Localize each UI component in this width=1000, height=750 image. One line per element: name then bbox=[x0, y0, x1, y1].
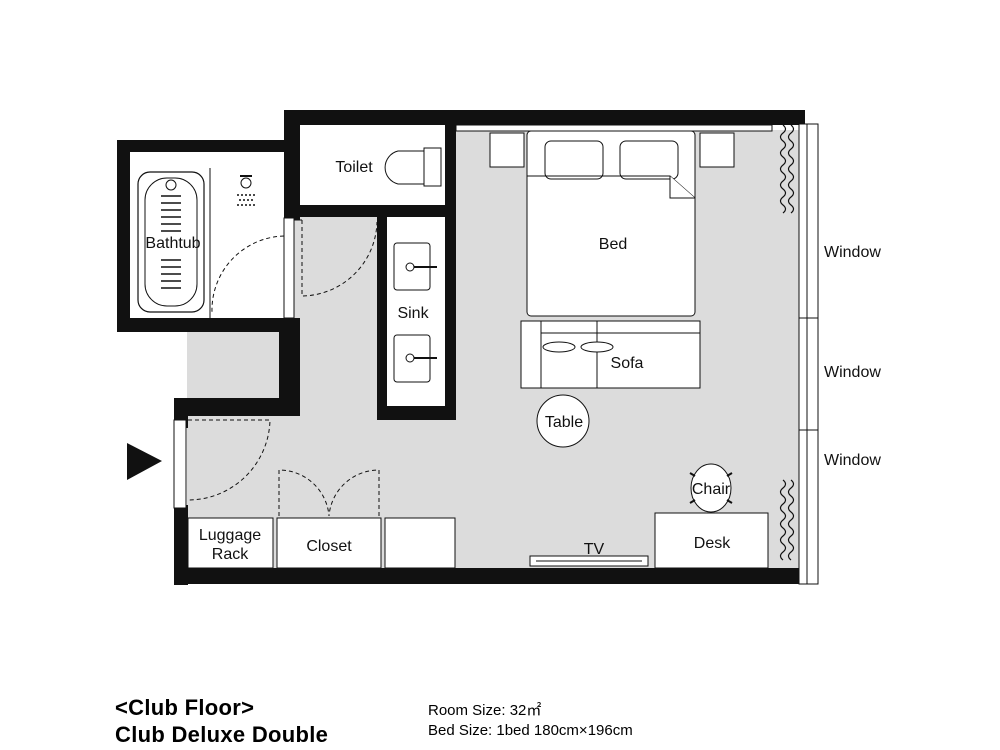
window-frame bbox=[798, 123, 819, 585]
floor-title: <Club Floor> bbox=[115, 695, 255, 720]
walls bbox=[117, 110, 805, 585]
luggage-rack-label-1: Luggage bbox=[199, 527, 261, 544]
toilet-door-swing bbox=[301, 220, 378, 297]
closet-door-swing bbox=[278, 469, 330, 517]
desk bbox=[654, 512, 769, 569]
chair-label: Chair bbox=[692, 481, 731, 498]
window-label-2: Window bbox=[824, 364, 881, 381]
bath-door-swing bbox=[211, 235, 285, 313]
entrance-arrow-icon bbox=[127, 443, 162, 480]
sofa: Sofa bbox=[520, 320, 701, 389]
curtains bbox=[779, 124, 795, 561]
tv-label: TV bbox=[584, 541, 605, 558]
sink-label: Sink bbox=[397, 305, 429, 322]
shower-icon bbox=[237, 175, 255, 206]
desk-area: Desk Chair bbox=[654, 463, 769, 569]
table-label: Table bbox=[545, 414, 583, 431]
toilet-icon bbox=[384, 150, 425, 185]
tv: TV bbox=[529, 541, 649, 567]
toilet-label: Toilet bbox=[335, 159, 373, 176]
sofa-label: Sofa bbox=[611, 355, 644, 372]
toilet-room: Toilet bbox=[300, 125, 445, 205]
window-label-1: Window bbox=[824, 244, 881, 261]
table: Table bbox=[536, 394, 590, 448]
window-label-3: Window bbox=[824, 452, 881, 469]
floor-plan: Bathtub Toilet Sink Luggage Rack Closet bbox=[117, 110, 881, 585]
luggage-rack-label-2: Rack bbox=[212, 546, 249, 563]
closet-label: Closet bbox=[306, 538, 352, 555]
room-type-title: Club Deluxe Double bbox=[115, 722, 329, 747]
entrance bbox=[127, 419, 271, 509]
storage: Luggage Rack Closet bbox=[187, 469, 456, 569]
bed-label: Bed bbox=[599, 236, 627, 253]
bathtub-label: Bathtub bbox=[145, 235, 200, 252]
bathroom: Bathtub bbox=[130, 152, 295, 319]
desk-label: Desk bbox=[694, 535, 731, 552]
room-size: Room Size: 32㎡ bbox=[428, 702, 542, 719]
chair bbox=[690, 463, 732, 513]
bed-area: Bed bbox=[455, 124, 773, 317]
bed-size: Bed Size: 1bed 180cm×196cm bbox=[428, 722, 633, 739]
sink-counter: Sink bbox=[387, 217, 445, 406]
entrance-door-swing bbox=[187, 419, 271, 501]
faucet-icon bbox=[165, 179, 177, 191]
